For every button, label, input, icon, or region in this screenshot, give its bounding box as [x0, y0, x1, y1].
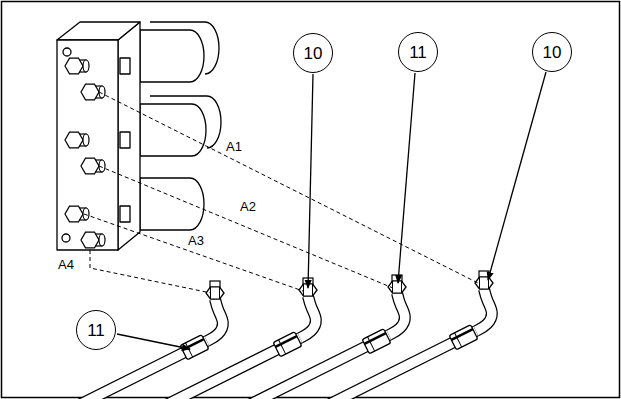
hose	[156, 275, 406, 399]
leader-lines	[117, 72, 546, 349]
port-fitting	[65, 58, 89, 74]
port-label: A2	[238, 200, 258, 214]
callout-circle: 10	[293, 33, 333, 73]
port-lines	[84, 92, 480, 293]
port-label: A4	[56, 258, 76, 272]
hose	[67, 278, 317, 399]
callout-number: 10	[304, 45, 323, 62]
port-fitting	[81, 232, 105, 248]
port-fitting	[81, 158, 105, 174]
valve-block	[57, 22, 221, 250]
callout-circle: 10	[532, 32, 572, 72]
callout-circle: 11	[398, 32, 438, 72]
solenoid-plugs	[120, 58, 130, 222]
port-label: A1	[224, 140, 244, 154]
port-label: A3	[186, 234, 206, 248]
hoses	[0, 271, 493, 399]
callout-number: 11	[409, 44, 427, 61]
port-fitting	[65, 132, 89, 148]
callout-number: 11	[87, 322, 105, 339]
hose	[243, 271, 493, 399]
callout-circle: 11	[76, 310, 116, 350]
hose	[0, 281, 224, 399]
solenoid-coils	[140, 22, 221, 230]
port-fitting	[81, 84, 105, 100]
callout-number: 10	[543, 44, 562, 61]
